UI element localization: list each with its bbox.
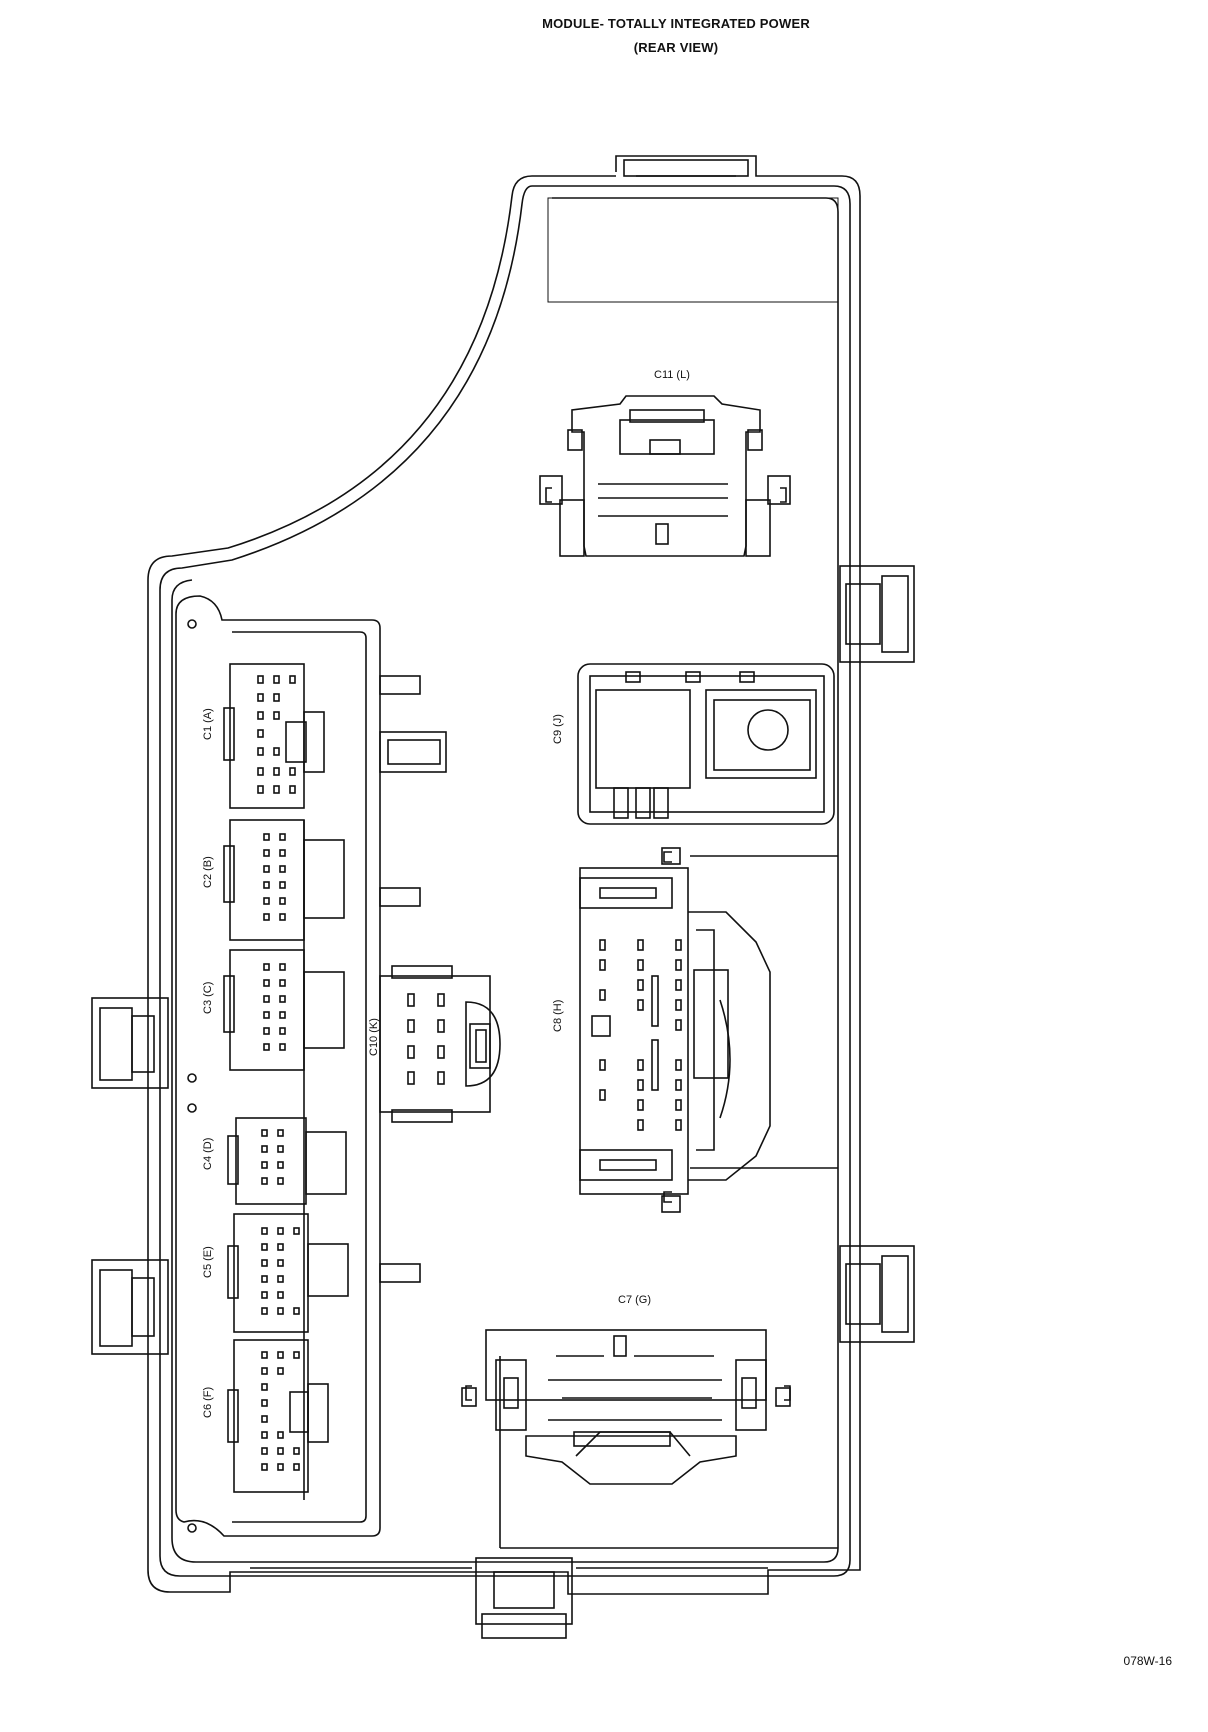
- connector-c9: [577, 663, 835, 825]
- diagram-subtitle: (REAR VIEW): [633, 40, 719, 55]
- alignment-brackets: [465, 487, 791, 1401]
- mount-hole: [187, 1073, 197, 1083]
- diagram-title: MODULE- TOTALLY INTEGRATED POWER: [542, 16, 810, 31]
- label-c5: C5 (E): [202, 1246, 214, 1278]
- label-c6: C6 (F): [202, 1387, 214, 1418]
- bottom-tab-inner: [493, 1571, 555, 1609]
- figure-code: 078W-16: [1123, 1654, 1172, 1668]
- label-c3: C3 (C): [202, 982, 214, 1014]
- connector-c5: [227, 1213, 349, 1333]
- bottom-tab: [475, 1557, 573, 1625]
- c11-pins: [598, 483, 728, 545]
- c5-pins: [261, 1227, 300, 1315]
- connector-c6: [227, 1339, 329, 1493]
- label-c8: C8 (H): [552, 1000, 564, 1032]
- connector-c1: [223, 663, 325, 809]
- connector-c4: [227, 1117, 347, 1205]
- right-clip-upper: [839, 565, 915, 663]
- mount-hole: [187, 1103, 197, 1113]
- label-c9: C9 (J): [552, 714, 564, 744]
- connector-c7: [461, 1329, 838, 1549]
- left-connector-bank-inner: [232, 631, 367, 1523]
- left-connector-bank-frame: [175, 595, 381, 1537]
- mount-hole: [187, 1523, 197, 1533]
- c2-pins: [263, 833, 286, 921]
- housing-inner-lip: [171, 197, 839, 1563]
- connector-c8: [579, 847, 838, 1213]
- mount-hole: [187, 619, 197, 629]
- label-c7: C7 (G): [618, 1294, 651, 1306]
- bank-pegs: [379, 675, 447, 1283]
- c8-pins: [591, 939, 682, 1131]
- housing-outer-outline: [147, 155, 861, 1595]
- c3-pins: [263, 963, 286, 1051]
- label-c11: C11 (L): [654, 369, 690, 381]
- connector-c3: [223, 949, 345, 1071]
- housing-inner-outline: [159, 185, 851, 1577]
- left-clip-lower: [91, 1259, 169, 1355]
- label-c10: C10 (K): [368, 1018, 380, 1056]
- c10-pins: [407, 993, 445, 1085]
- label-c2: C2 (B): [202, 856, 214, 888]
- top-tab: [623, 159, 749, 177]
- right-clip-lower: [839, 1245, 915, 1343]
- label-c1: C1 (A): [202, 708, 214, 740]
- c6-pins: [261, 1351, 300, 1471]
- left-clip-upper: [91, 997, 169, 1089]
- bottom-tab-foot: [481, 1613, 567, 1639]
- c1-pins: [257, 675, 296, 794]
- c4-pins: [261, 1129, 284, 1185]
- label-c4: C4 (D): [202, 1138, 214, 1170]
- c7-pins: [548, 1355, 722, 1421]
- connector-c10: [379, 965, 501, 1123]
- connector-c2: [223, 819, 345, 941]
- c11-upper-field: [547, 197, 839, 303]
- connector-c11: [539, 197, 839, 557]
